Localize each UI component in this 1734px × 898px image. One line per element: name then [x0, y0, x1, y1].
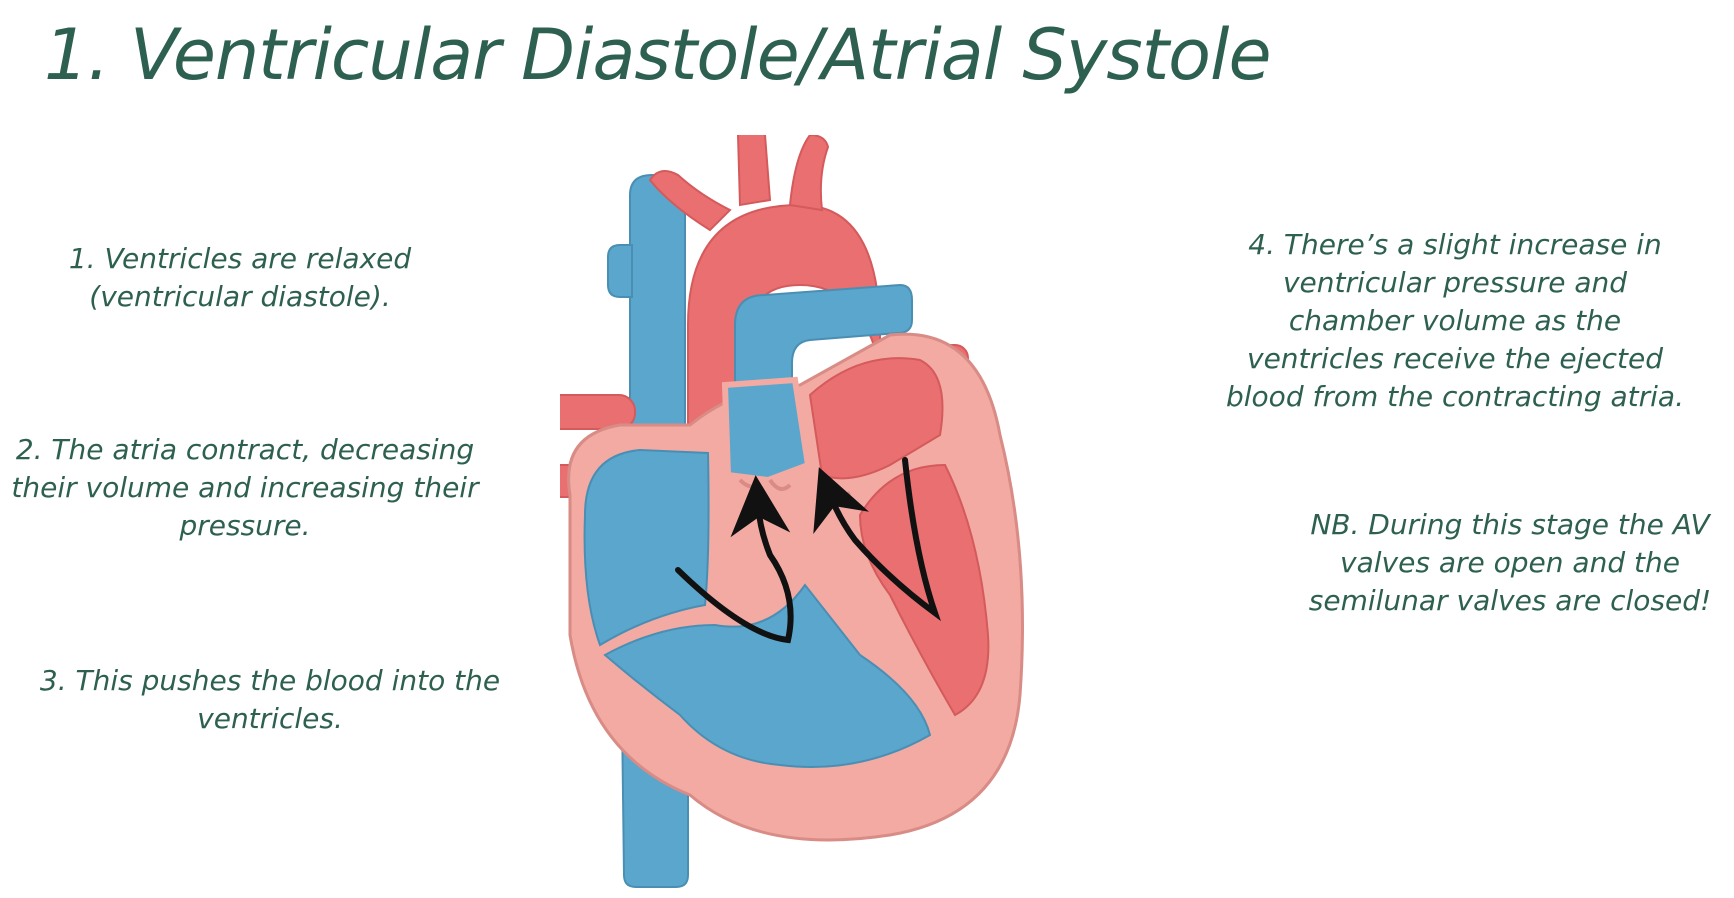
note-line: valves are open and the	[1340, 546, 1680, 579]
note-line: ventricular pressure and	[1282, 266, 1628, 299]
pulmonary-trunk	[721, 376, 812, 484]
note-line: their volume and increasing their	[11, 471, 479, 504]
note-blood-into-ventricles: 3. This pushes the blood into the ventri…	[20, 662, 520, 738]
note-line: 1. Ventricles are relaxed	[68, 242, 412, 275]
right-ventricle	[603, 583, 932, 768]
arrow-right-heart	[675, 475, 794, 644]
right-atrium	[583, 448, 710, 647]
note-pressure-increase: 4. There’s a slight increase in ventricu…	[1205, 226, 1705, 416]
note-line: 4. There’s a slight increase in	[1248, 228, 1662, 261]
blood-flow-arrows	[675, 457, 941, 644]
slide-title: 1. Ventricular Diastole/Atrial Systole	[44, 14, 1272, 96]
left-ventricle	[858, 463, 990, 717]
note-line: ventricles.	[197, 702, 343, 735]
note-line: semilunar valves are closed!	[1308, 584, 1712, 617]
note-line: chamber volume as the	[1288, 304, 1622, 337]
note-line: pressure.	[179, 509, 311, 542]
note-line: 2. The atria contract, decreasing	[15, 433, 475, 466]
note-line: NB. During this stage the AV	[1310, 508, 1710, 541]
note-valves: NB. During this stage the AV valves are …	[1290, 506, 1730, 620]
note-line: ventricles receive the ejected	[1247, 342, 1663, 375]
note-ventricles-relaxed: 1. Ventricles are relaxed (ventricular d…	[20, 240, 460, 316]
arrow-left-heart	[813, 457, 941, 622]
heart-diagram	[560, 135, 1024, 888]
note-line: 3. This pushes the blood into the	[39, 664, 501, 697]
note-line: blood from the contracting atria.	[1226, 380, 1684, 413]
note-atria-contract: 2. The atria contract, decreasing their …	[0, 431, 490, 545]
note-line: (ventricular diastole).	[89, 280, 391, 313]
